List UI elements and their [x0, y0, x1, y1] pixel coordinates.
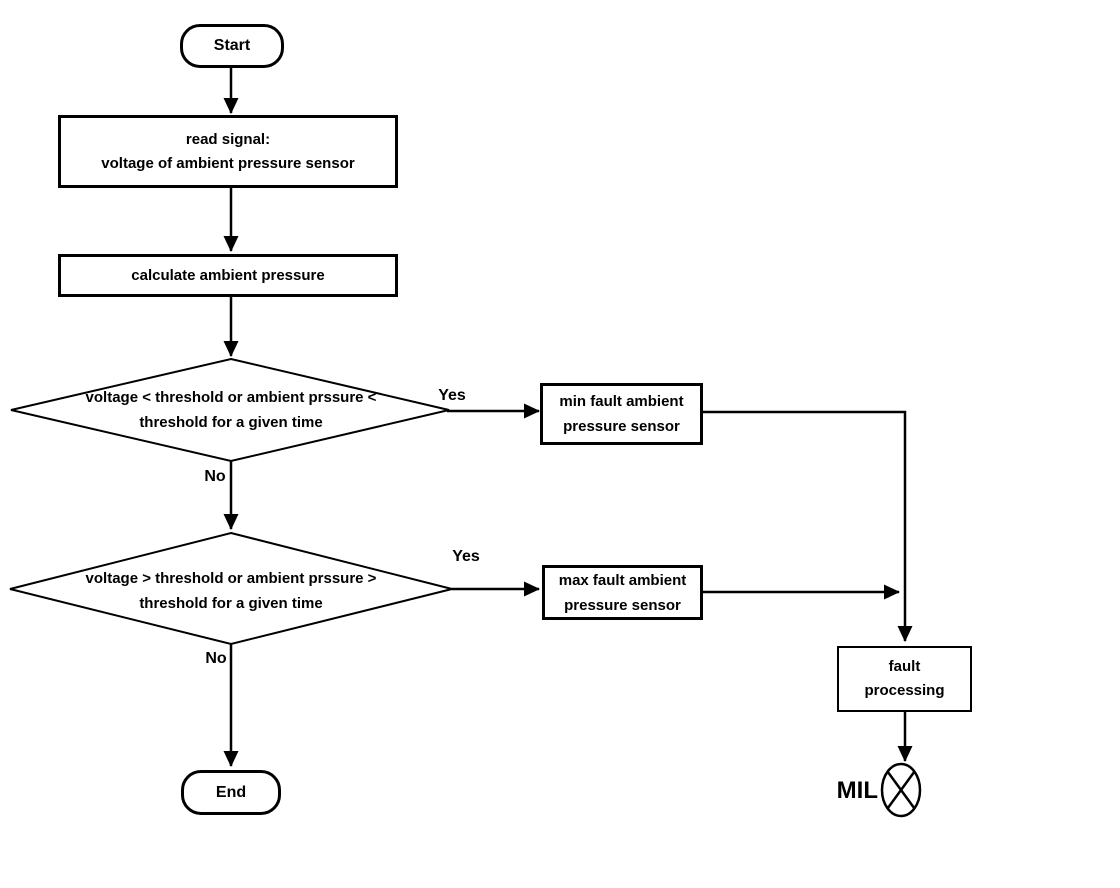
decision-high-no-label: No — [205, 650, 227, 667]
decision-high-line-2: threshold for a given time — [139, 595, 323, 612]
end-node: End — [181, 770, 281, 815]
start-node: Start — [180, 24, 284, 68]
calculate-label: calculate ambient pressure — [131, 266, 325, 284]
min-fault-line-1: min fault ambient — [559, 393, 684, 410]
read-signal-node: read signal: voltage of ambient pressure… — [58, 115, 398, 188]
decision-high-diamond — [9, 531, 453, 646]
min-fault-node: min fault ambient pressure sensor — [540, 383, 703, 445]
decision-high-line-1: voltage > threshold or ambient prssure > — [85, 570, 377, 587]
read-signal-line-1: read signal: — [185, 130, 271, 148]
decision-high-yes-label: Yes — [452, 548, 480, 565]
fault-processing-line-1: fault — [888, 658, 921, 675]
mil-label: MIL — [836, 777, 878, 804]
min-fault-line-2: pressure sensor — [563, 418, 680, 435]
decision-high-text: voltage > threshold or ambient prssure >… — [41, 566, 421, 616]
fault-processing-line-2: processing — [864, 682, 945, 699]
calculate-node: calculate ambient pressure — [58, 254, 398, 297]
mil-lamp-icon — [880, 762, 922, 818]
decision-low-line-1: voltage < threshold or ambient prssure < — [85, 389, 377, 406]
read-signal-line-2: voltage of ambient pressure sensor — [101, 154, 355, 172]
decision-low-yes-label: Yes — [438, 387, 466, 404]
max-fault-node: max fault ambient pressure sensor — [542, 565, 703, 620]
max-fault-line-1: max fault ambient — [558, 571, 687, 589]
fault-processing-node: fault processing — [837, 646, 972, 712]
end-label: End — [215, 783, 247, 801]
start-label: Start — [213, 37, 251, 54]
decision-low-diamond — [10, 357, 450, 463]
max-fault-line-2: pressure sensor — [564, 596, 681, 614]
decision-low-line-2: threshold for a given time — [139, 414, 323, 431]
decision-low-no-label: No — [204, 468, 226, 485]
arrow-min-fault-to-fault-processing — [703, 410, 913, 642]
decision-low-text: voltage < threshold or ambient prssure <… — [41, 385, 421, 435]
mil-lamp-cross-line-2 — [886, 770, 916, 810]
